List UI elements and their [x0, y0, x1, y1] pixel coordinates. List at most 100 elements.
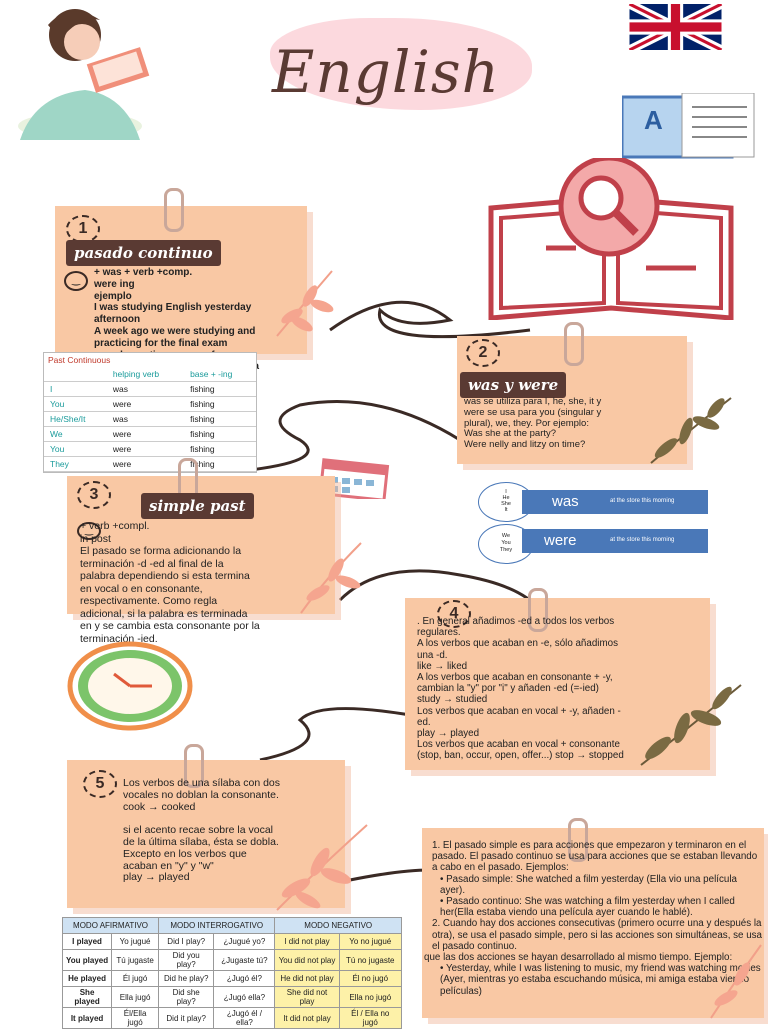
table-header: [44, 367, 107, 382]
affirmative-cell: You played: [61, 949, 113, 971]
negative-cell: He did not play: [274, 970, 340, 987]
verb-was: was: [552, 493, 579, 510]
paper-clip-4: [528, 588, 548, 632]
calendar-icon: [318, 458, 390, 499]
mode-header: MODO INTERROGATIVO: [158, 917, 276, 934]
negative-cell: She did not play: [274, 986, 340, 1008]
affirmative-cell: He played: [61, 970, 113, 987]
interrogative-translation: ¿Jugó él?: [213, 970, 276, 987]
interrogative-cell: Did she play?: [158, 986, 215, 1008]
tag-simple-past: simple past: [141, 493, 254, 519]
list-item: • Pasado simple: She watched a film yest…: [440, 873, 737, 896]
negative-translation: Ella no jugó: [338, 986, 403, 1008]
list-item: que las dos acciones se hayan desarrolla…: [424, 952, 733, 964]
ing-cell: fishing: [184, 396, 256, 412]
pronoun-cell: They: [44, 456, 107, 472]
ing-cell: fishing: [184, 441, 256, 457]
negative-cell: It did not play: [274, 1007, 340, 1029]
list-item: • Pasado continuo: She was watching a fi…: [440, 896, 735, 919]
clock-icon: [67, 641, 193, 731]
modes-table: MODO AFIRMATIVO MODO INTERROGATIVO MODO …: [61, 917, 403, 1029]
card3-text: + verb +compl. in post El pasado se form…: [80, 520, 260, 645]
verb-bar-was: was at the store this morning: [522, 490, 708, 514]
negative-translation: Yo no jugué: [338, 933, 403, 950]
table-title: Past Continuous: [48, 355, 111, 365]
affirmative-cell: She played: [61, 986, 113, 1008]
smiley-icon: ‿: [77, 522, 101, 540]
interrogative-cell: Did you play?: [158, 949, 215, 971]
step-number-4: 4: [437, 600, 471, 628]
card2-text: was se utiliza para I, he, she, it y wer…: [464, 396, 602, 451]
leaf-branch-icon: [640, 684, 742, 766]
past-continuous-table: Past Continuous helping verb base + -ing…: [43, 352, 257, 473]
affirmative-translation: Ella jugó: [111, 986, 160, 1008]
tag-was-were: was y were: [460, 372, 567, 398]
pronoun-cell: I: [44, 381, 107, 397]
verb-cell: were: [106, 396, 185, 412]
list-item: • Yesterday, while I was listening to mu…: [440, 963, 761, 997]
affirmative-translation: Él/Ella jugó: [111, 1007, 160, 1029]
affirmative-cell: It played: [61, 1007, 113, 1029]
leaf-branch-icon: [300, 542, 362, 614]
pronoun-cell: He/She/It: [44, 411, 107, 427]
interrogative-cell: Did it play?: [158, 1007, 215, 1029]
card-simple-vs-continuo: [422, 828, 764, 1018]
negative-cell: You did not play: [274, 949, 340, 971]
interrogative-translation: ¿Jugué yo?: [213, 933, 276, 950]
ing-cell: fishing: [184, 381, 256, 397]
comparison-list: 1. El pasado simple es para acciones que…: [424, 840, 764, 997]
uk-flag-icon: [627, 4, 724, 50]
ing-cell: fishing: [184, 411, 256, 427]
verb-bar-were: were at the store this morning: [522, 529, 708, 553]
card5-text: Los verbos de una sílaba con dos vocales…: [123, 777, 281, 884]
open-book-icon: A: [622, 93, 755, 159]
verb-cell: were: [106, 426, 185, 442]
leaf-branch-icon: [276, 824, 368, 911]
interrogative-translation: ¿Jugó él / ella?: [213, 1007, 276, 1029]
interrogative-cell: Did I play?: [158, 933, 215, 950]
affirmative-translation: Él jugó: [111, 970, 160, 987]
affirmative-translation: Yo jugué: [111, 933, 160, 950]
ing-cell: fishing: [184, 426, 256, 442]
paper-clip-5: [184, 744, 204, 788]
verb-cell: were: [106, 441, 185, 457]
step-number-1: 1: [66, 215, 100, 243]
verb-cell: were: [106, 456, 185, 472]
smiley-icon: ‿: [64, 271, 88, 291]
leaf-branch-icon: [710, 944, 762, 1019]
table-header: helping verb: [106, 367, 185, 382]
leaf-branch-icon: [276, 270, 334, 337]
paper-clip-1: [164, 188, 184, 232]
phrase-was: at the store this morning: [610, 498, 675, 504]
list-item: 1. El pasado simple es para acciones que…: [432, 840, 758, 874]
affirmative-cell: I played: [61, 933, 113, 950]
card4-text: . En general añadimos -ed a todos los ve…: [417, 616, 624, 762]
page-title: English: [272, 38, 501, 106]
pronoun-cell: We: [44, 426, 107, 442]
svg-text:A: A: [644, 105, 663, 135]
negative-cell: I did not play: [274, 933, 340, 950]
interrogative-cell: Did he play?: [158, 970, 215, 987]
verb-cell: was: [106, 381, 185, 397]
paper-clip-6: [568, 818, 588, 862]
pronoun-cell: You: [44, 441, 107, 457]
verb-cell: was: [106, 411, 185, 427]
verb-were: were: [544, 532, 577, 549]
girl-reading-illustration: [18, 9, 150, 140]
list-item: 2. Cuando hay dos acciones consecutivas …: [432, 918, 762, 952]
search-book-icon: [488, 158, 734, 320]
tag-pasado-continuo: pasado continuo: [66, 240, 221, 266]
negative-translation: Él no jugó: [338, 970, 403, 987]
affirmative-translation: Tú jugaste: [111, 949, 160, 971]
was-were-diagram: I He She It was at the store this mornin…: [478, 482, 710, 564]
ing-cell: fishing: [184, 456, 256, 472]
negative-translation: Él / Ella no jugó: [338, 1007, 403, 1029]
mode-header: MODO NEGATIVO: [274, 917, 402, 934]
paper-clip-2: [564, 322, 584, 366]
step-number-3: 3: [77, 481, 111, 509]
title-splash: [270, 18, 532, 110]
leaf-branch-icon: [650, 397, 732, 464]
interrogative-translation: ¿Jugaste tú?: [213, 949, 276, 971]
pronoun-cell: You: [44, 396, 107, 412]
table-header: base + -ing: [184, 367, 256, 382]
